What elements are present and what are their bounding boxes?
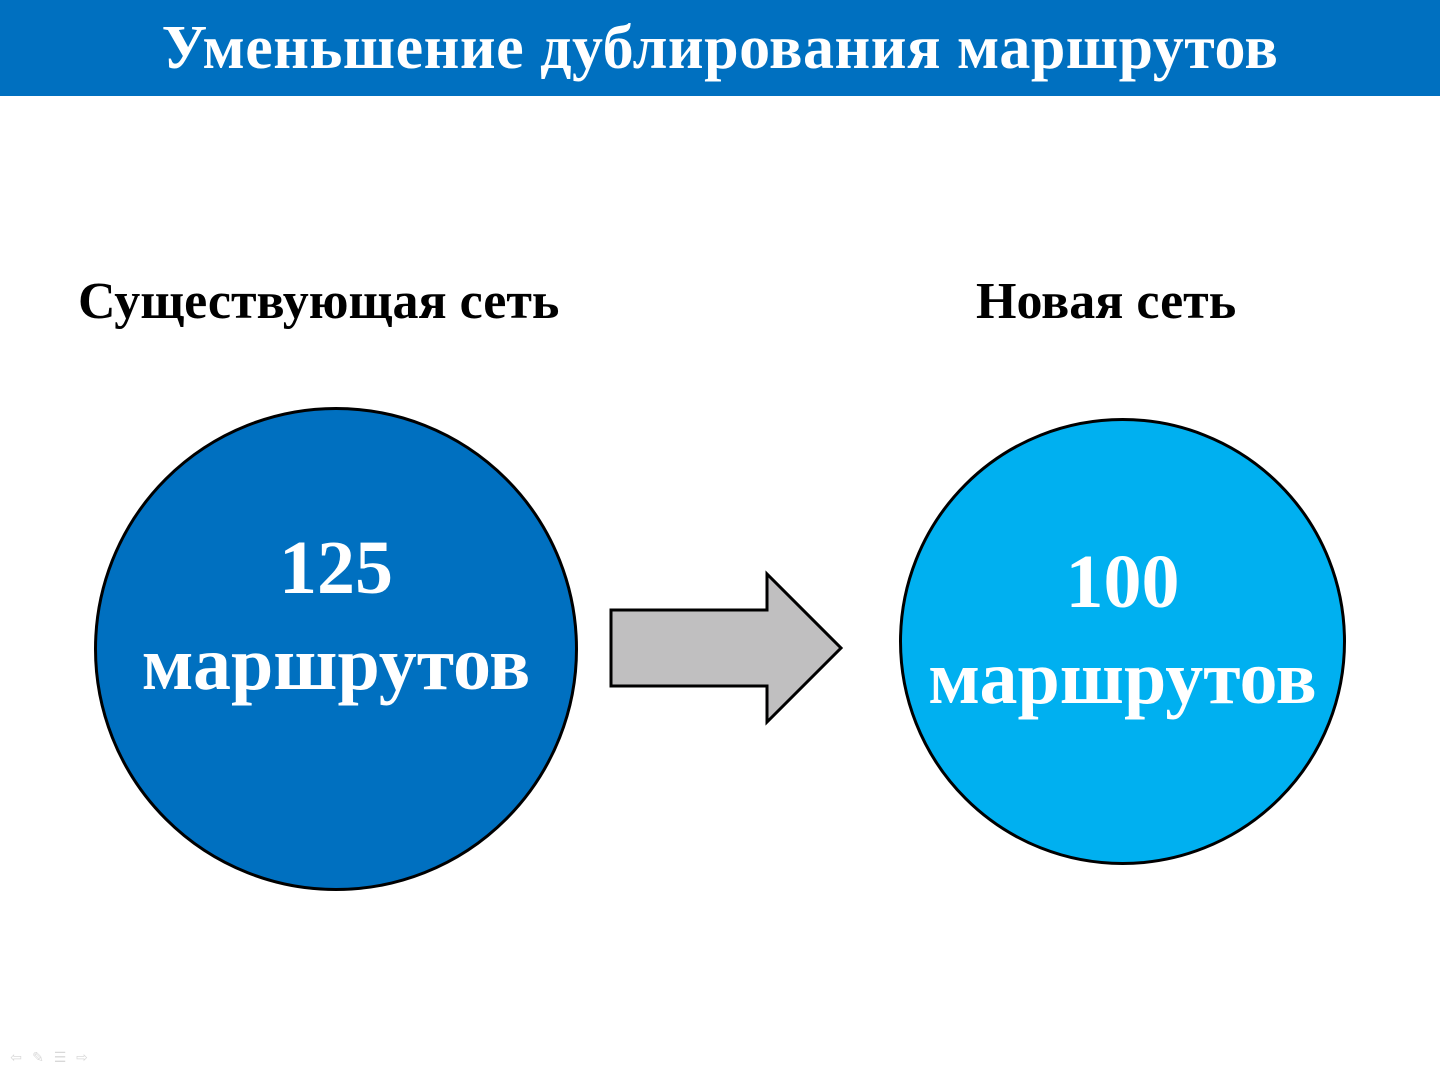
slideshow-nav-controls: ⇦ ✎ ☰ ⇨ bbox=[8, 1050, 90, 1066]
new-route-count: 100 bbox=[1065, 539, 1180, 624]
pen-icon[interactable]: ✎ bbox=[32, 1050, 44, 1066]
existing-network-circle: 125 маршрутов bbox=[94, 407, 578, 891]
new-route-unit: маршрутов bbox=[928, 635, 1317, 720]
arrow-left-icon[interactable]: ⇦ bbox=[10, 1050, 22, 1066]
new-network-label: Новая сеть bbox=[976, 273, 1237, 330]
menu-icon[interactable]: ☰ bbox=[53, 1050, 67, 1066]
new-network-circle: 100 маршрутов bbox=[899, 418, 1346, 865]
title-bar: Уменьшение дублирования маршрутов bbox=[0, 0, 1440, 96]
arrow-right-icon[interactable]: ⇨ bbox=[76, 1050, 88, 1066]
existing-route-count: 125 bbox=[279, 526, 393, 610]
transition-arrow-icon bbox=[609, 570, 844, 726]
existing-route-unit: маршрутов bbox=[141, 622, 531, 706]
existing-network-label: Существующая сеть bbox=[78, 273, 560, 330]
slide-title: Уменьшение дублирования маршрутов bbox=[161, 13, 1279, 82]
